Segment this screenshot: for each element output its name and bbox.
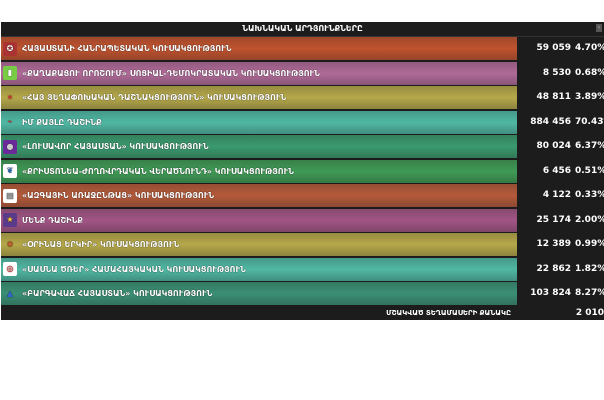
party-percent: 0.33%	[575, 190, 604, 200]
party-name-cell: ✪ ՀԱՅԱՍՏԱՆԻ ՀԱՆՐԱՊԵՏԱԿԱՆ ԿՈՒՍԱԿՑՈՒԹՅՈՒՆ	[1, 37, 517, 60]
party-name-cell: ◎ «ՍԱՍՆԱ ԾՌԵՐ» ՀԱՄԱՀԱՅԿԱԿԱՆ ԿՈՒՍԱԿՑՈՒԹՅՈ…	[1, 257, 517, 281]
party-name: «ԼՈՒՍԱՎՈՐ ՀԱՅԱՍՏԱՆ» ԿՈՒՍԱԿՑՈՒԹՅՈՒՆ	[22, 142, 209, 151]
party-name: «ՕՐԻՆԱՑ ԵՐԿԻՐ» ԿՈՒՍԱԿՑՈՒԹՅՈՒՆ	[22, 240, 180, 249]
party-row: ▤ «ԱԶԳԱՅԻՆ ԱՌԱՋԸՆԹԱՑ» ԿՈՒՍԱԿՑՈՒԹՅՈՒՆ 4 1…	[1, 184, 604, 207]
party-votes: 25 174	[536, 214, 571, 225]
party-percent: 8.27%	[575, 288, 604, 298]
party-name-cell: ▤ «ԱԶԳԱՅԻՆ ԱՌԱՋԸՆԹԱՑ» ԿՈՒՍԱԿՑՈՒԹՅՈՒՆ	[1, 184, 517, 207]
party-percent: 0.51%	[575, 165, 604, 176]
party-row: ✶ «ՀԱՅ ՅԵՂԱՓՈԽԱԿԱՆ ԴԱՇՆԱԿՑՈՒԹՅՈՒՆ» ԿՈՒՍԱ…	[1, 86, 604, 109]
party-percent: 0.99%	[575, 239, 604, 249]
party-row: ★ ՄԵՆՔ ԴԱՇԻՆՔ 25 174 2.00%	[1, 208, 604, 232]
party-name: ԻՄ ՔԱՅԼԸ ԴԱՇԻՆՔ	[22, 117, 102, 127]
table-header: ՆԱԽՆԱԿԱՆ ԱՐԴՅՈՒՆՔՆԵՐԸ ‹	[1, 22, 604, 37]
party-name: «ԱԶԳԱՅԻՆ ԱՌԱՋԸՆԹԱՑ» ԿՈՒՍԱԿՑՈՒԹՅՈՒՆ	[22, 191, 215, 200]
party-percent: 4.70%	[575, 43, 604, 53]
party-row: ▲ «ԲԱՐԳԱՎԱՃ ՀԱՅԱՍՏԱՆ» ԿՈՒՍԱԿՑՈՒԹՅՈՒՆ 103…	[1, 282, 604, 305]
party-votes: 48 811	[536, 92, 571, 102]
table-title: ՆԱԽՆԱԿԱՆ ԱՐԴՅՈՒՆՔՆԵՐԸ	[242, 24, 363, 33]
party-votes: 80 024	[536, 141, 571, 151]
party-votes: 59 059	[536, 43, 571, 53]
party-name: ՀԱՅԱՍՏԱՆԻ ՀԱՆՐԱՊԵՏԱԿԱՆ ԿՈՒՍԱԿՑՈՒԹՅՈՒՆ	[22, 44, 232, 53]
party-name: «ՔՐԻՍՏՈՆԵԱ-ԺՈՂՈՎՐԴԱԿԱՆ ՎԵՐԱԾՆՈՒՆԴ» ԿՈՒՍԱ…	[22, 166, 294, 176]
party-logo-icon: ❦	[3, 164, 17, 178]
party-logo-icon: ✺	[6, 239, 14, 249]
party-row: ✪ ՀԱՅԱՍՏԱՆԻ ՀԱՆՐԱՊԵՏԱԿԱՆ ԿՈՒՍԱԿՑՈՒԹՅՈՒՆ …	[1, 37, 604, 60]
party-logo-icon: ▮	[3, 66, 17, 80]
party-name-cell: ▲ «ԲԱՐԳԱՎԱՃ ՀԱՅԱՍՏԱՆ» ԿՈՒՍԱԿՑՈՒԹՅՈՒՆ	[1, 282, 517, 305]
party-name-cell: ⌁ ԻՄ ՔԱՅԼԸ ԴԱՇԻՆՔ	[1, 110, 517, 134]
party-name-cell: ✶ «ՀԱՅ ՅԵՂԱՓՈԽԱԿԱՆ ԴԱՇՆԱԿՑՈՒԹՅՈՒՆ» ԿՈՒՍԱ…	[1, 86, 517, 109]
expand-icon[interactable]: ‹	[596, 24, 602, 32]
party-row: ● «ԼՈՒՍԱՎՈՐ ՀԱՅԱՍՏԱՆ» ԿՈՒՍԱԿՑՈՒԹՅՈՒՆ 80 …	[1, 135, 604, 158]
party-list: ✪ ՀԱՅԱՍՏԱՆԻ ՀԱՆՐԱՊԵՏԱԿԱՆ ԿՈՒՍԱԿՑՈՒԹՅՈՒՆ …	[1, 37, 604, 305]
party-name-cell: ✺ «ՕՐԻՆԱՑ ԵՐԿԻՐ» ԿՈՒՍԱԿՑՈՒԹՅՈՒՆ	[1, 233, 517, 256]
party-name-cell: ▮ «ՔԱՂԱՔԱՑՈՒ ՈՐՈՇՈՒՄ» ՍՈՑԻԱԼ-ԴԵՄՈԿՐԱՏԱԿԱ…	[1, 61, 517, 85]
party-logo-icon: ✪	[3, 41, 17, 56]
party-votes: 4 122	[542, 190, 571, 200]
party-logo-icon: ●	[3, 139, 17, 154]
table-footer: ՄՇԱԿՎԱԾ ՏԵՂԱՄԱՍԵՐԻ ՔԱՆԱԿԸ 2 010	[1, 307, 604, 320]
party-row: ▮ «ՔԱՂԱՔԱՑՈՒ ՈՐՈՇՈՒՄ» ՍՈՑԻԱԼ-ԴԵՄՈԿՐԱՏԱԿԱ…	[1, 61, 604, 85]
party-votes: 12 389	[536, 239, 571, 249]
party-row: ✺ «ՕՐԻՆԱՑ ԵՐԿԻՐ» ԿՈՒՍԱԿՑՈՒԹՅՈՒՆ 12 389 0…	[1, 233, 604, 256]
party-votes: 884 456	[530, 116, 571, 127]
party-name: «ՔԱՂԱՔԱՑՈՒ ՈՐՈՇՈՒՄ» ՍՈՑԻԱԼ-ԴԵՄՈԿՐԱՏԱԿԱՆ …	[22, 68, 320, 78]
party-row: ⌁ ԻՄ ՔԱՅԼԸ ԴԱՇԻՆՔ 884 456 70.43%	[1, 110, 604, 134]
party-votes: 22 862	[536, 263, 571, 274]
results-table: ՆԱԽՆԱԿԱՆ ԱՐԴՅՈՒՆՔՆԵՐԸ ‹ ✪ ՀԱՅԱՍՏԱՆԻ ՀԱՆՐ…	[1, 22, 604, 320]
party-logo-icon: ◎	[3, 262, 17, 276]
party-name: «ՀԱՅ ՅԵՂԱՓՈԽԱԿԱՆ ԴԱՇՆԱԿՑՈՒԹՅՈՒՆ» ԿՈՒՍԱԿՑ…	[22, 93, 287, 102]
party-logo-icon: ▲	[6, 288, 14, 298]
party-name-cell: ❦ «ՔՐԻՍՏՈՆԵԱ-ԺՈՂՈՎՐԴԱԿԱՆ ՎԵՐԱԾՆՈՒՆԴ» ԿՈՒ…	[1, 159, 517, 183]
party-votes: 103 824	[530, 288, 571, 298]
party-percent: 3.89%	[575, 92, 604, 102]
party-name-cell: ● «ԼՈՒՍԱՎՈՐ ՀԱՅԱՍՏԱՆ» ԿՈՒՍԱԿՑՈՒԹՅՈՒՆ	[1, 135, 517, 158]
party-percent: 1.82%	[575, 263, 604, 274]
precincts-count: 2 010	[575, 307, 604, 318]
party-logo-icon: ★	[3, 213, 17, 227]
party-name-cell: ★ ՄԵՆՔ ԴԱՇԻՆՔ	[1, 208, 517, 232]
party-votes: 6 456	[542, 165, 571, 176]
party-votes: 8 530	[542, 67, 571, 78]
party-name: «ԲԱՐԳԱՎԱՃ ՀԱՅԱՍՏԱՆ» ԿՈՒՍԱԿՑՈՒԹՅՈՒՆ	[22, 289, 213, 298]
party-name: «ՍԱՍՆԱ ԾՌԵՐ» ՀԱՄԱՀԱՅԿԱԿԱՆ ԿՈՒՍԱԿՑՈՒԹՅՈՒՆ	[22, 264, 246, 274]
party-percent: 70.43%	[575, 116, 604, 127]
party-row: ◎ «ՍԱՍՆԱ ԾՌԵՐ» ՀԱՄԱՀԱՅԿԱԿԱՆ ԿՈՒՍԱԿՑՈՒԹՅՈ…	[1, 257, 604, 281]
party-name: ՄԵՆՔ ԴԱՇԻՆՔ	[22, 215, 83, 225]
party-percent: 2.00%	[575, 214, 604, 225]
precincts-label: ՄՇԱԿՎԱԾ ՏԵՂԱՄԱՍԵՐԻ ՔԱՆԱԿԸ	[386, 308, 511, 317]
party-percent: 6.37%	[575, 141, 604, 151]
party-logo-icon: ▤	[3, 188, 17, 203]
party-percent: 0.68%	[575, 67, 604, 78]
party-logo-icon: ⌁	[7, 117, 13, 126]
party-logo-icon: ✶	[6, 92, 14, 102]
party-row: ❦ «ՔՐԻՍՏՈՆԵԱ-ԺՈՂՈՎՐԴԱԿԱՆ ՎԵՐԱԾՆՈՒՆԴ» ԿՈՒ…	[1, 159, 604, 183]
